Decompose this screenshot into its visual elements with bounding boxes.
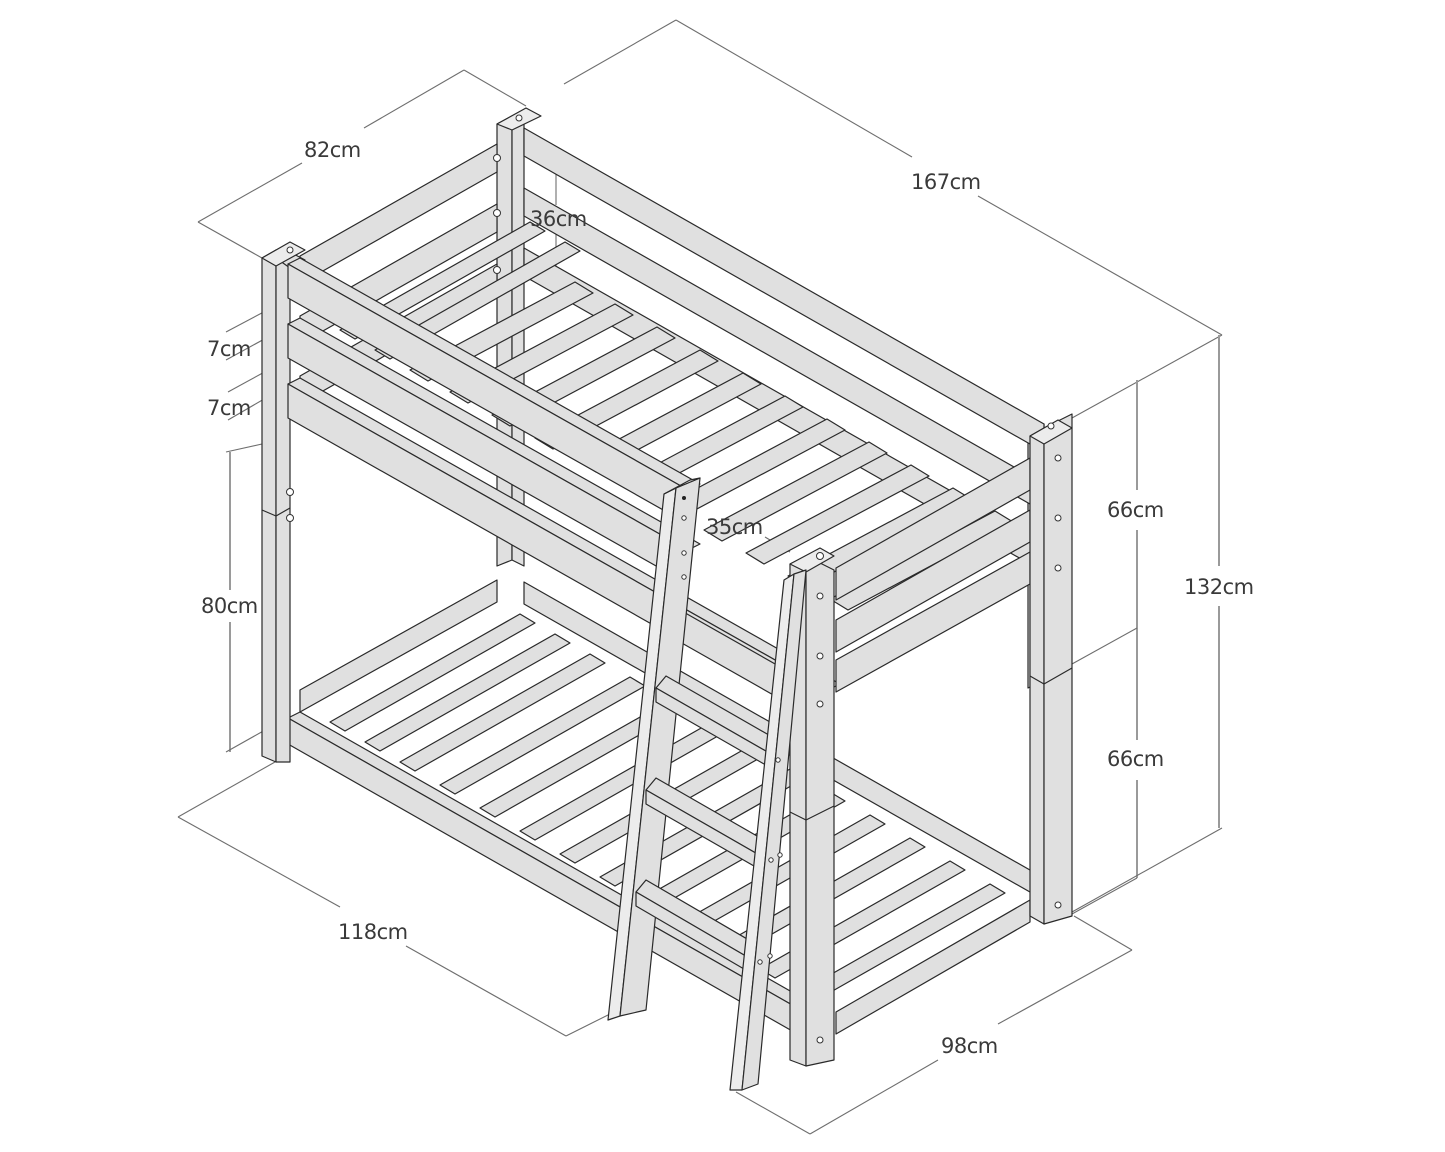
dimension-rail-height-2: 7cm xyxy=(207,396,251,420)
dimension-guard-rail-gap: 36cm xyxy=(530,207,587,231)
dimension-lower-section-height: 66cm xyxy=(1105,747,1166,771)
upper-front-guard-rails xyxy=(287,257,841,727)
ladder xyxy=(607,477,807,1091)
dimension-overall-width: 82cm xyxy=(302,138,363,162)
dimension-ladder-width: 35cm xyxy=(706,515,763,539)
dimension-footprint-width-with-ladder: 98cm xyxy=(939,1034,1000,1058)
dimension-ladder-footprint-depth: 118cm xyxy=(336,920,410,944)
lower-foot-rail xyxy=(835,899,1031,1035)
dimension-upper-section-height: 66cm xyxy=(1105,498,1166,522)
dimension-rail-height-1: 7cm xyxy=(207,337,251,361)
front-left-post xyxy=(261,241,306,763)
foot-right-post xyxy=(1029,413,1073,925)
dimension-overall-length: 167cm xyxy=(909,170,983,194)
upper-foot-rails xyxy=(835,457,1031,693)
dimension-under-bunk-clearance: 80cm xyxy=(199,594,260,618)
dimension-overall-height: 132cm xyxy=(1182,575,1256,599)
